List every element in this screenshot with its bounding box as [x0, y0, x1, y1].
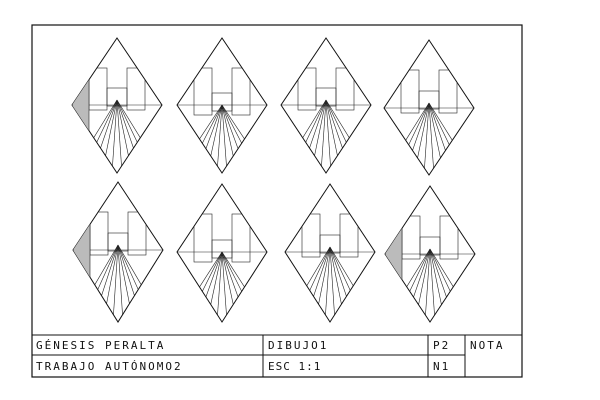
- title-block: [32, 334, 522, 377]
- drawing-1: [71, 37, 163, 174]
- drawing-3: [280, 37, 372, 174]
- level-code: N1: [433, 360, 451, 373]
- sheet-border: [31, 24, 523, 378]
- drawing-7: [284, 183, 376, 323]
- drawing-2: [176, 37, 268, 174]
- drawing-4: [383, 39, 475, 176]
- drawing-5: [72, 181, 164, 323]
- scale-label: ESC 1:1: [268, 360, 322, 373]
- sheet-code: P2: [433, 339, 451, 352]
- drawing-8: [384, 185, 476, 323]
- perspective-drawings: [71, 37, 476, 323]
- drawing-number: DIBUJO1: [268, 339, 329, 352]
- author-name: GÉNESIS PERALTA: [36, 339, 166, 352]
- assignment-title: TRABAJO AUTÓNOMO2: [36, 360, 183, 373]
- grade-label: NOTA: [470, 339, 505, 352]
- drawing-6: [176, 183, 268, 323]
